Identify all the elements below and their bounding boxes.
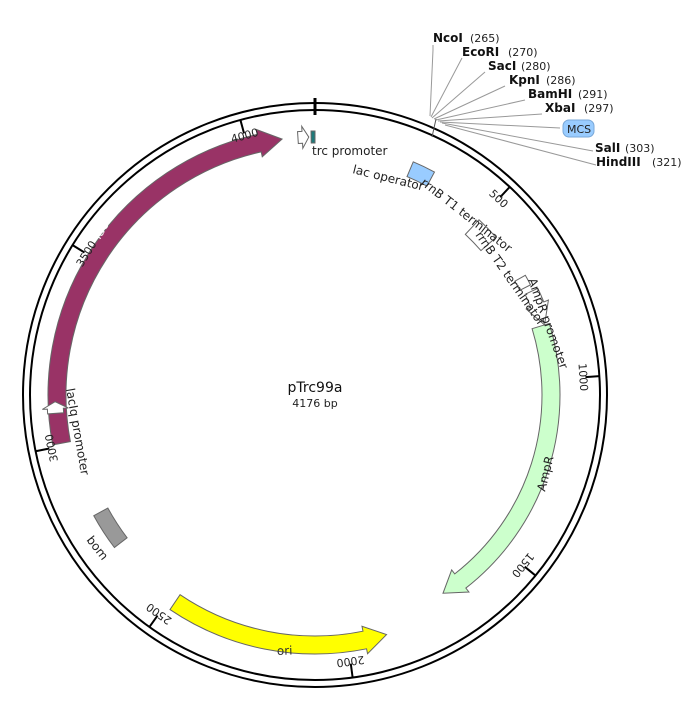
leader-saci bbox=[431, 71, 486, 119]
feature-rrnb-t1 bbox=[464, 219, 497, 252]
feature-ampr-promoter bbox=[524, 287, 550, 326]
site-pos-xbai: (297) bbox=[584, 102, 614, 115]
site-pos-hindiii: (321) bbox=[652, 156, 682, 169]
feature-lac-operator bbox=[310, 130, 316, 144]
site-pos-ecori: (270) bbox=[508, 46, 538, 59]
feature-label-ori: ori bbox=[277, 643, 293, 658]
mcs-badge-label: MCS bbox=[567, 123, 591, 136]
site-name-xbai: XbaI bbox=[545, 101, 575, 115]
site-cluster-stroke bbox=[431, 118, 437, 138]
site-pos-ncoi: (265) bbox=[470, 32, 500, 45]
mcs-badge bbox=[562, 119, 595, 138]
tick-mark-1000 bbox=[585, 375, 600, 379]
site-name-sali: SalI bbox=[595, 141, 620, 155]
leader-mcs bbox=[439, 121, 561, 129]
tick-label-1500: 1500 bbox=[509, 550, 537, 580]
site-name-saci: SacI bbox=[488, 59, 516, 73]
feature-trc-promoter bbox=[297, 124, 310, 151]
restriction-site-leaders bbox=[429, 45, 597, 166]
tick-mark-1500 bbox=[524, 565, 537, 577]
feature-bom bbox=[93, 507, 128, 549]
feature-label-trc-promoter: trc promoter bbox=[312, 144, 388, 158]
feature-laci bbox=[47, 128, 284, 446]
leader-bamhi bbox=[435, 99, 526, 121]
tick-label-1000: 1000 bbox=[575, 363, 590, 392]
leader-xbai bbox=[437, 113, 543, 122]
plasmid-name: pTrc99a bbox=[288, 380, 343, 396]
tick-mark-500 bbox=[499, 186, 511, 198]
leader-ncoi bbox=[429, 45, 434, 117]
tick-label-2000: 2000 bbox=[336, 653, 365, 670]
site-pos-bamhi: (291) bbox=[578, 88, 608, 101]
feature-label-rrnb-t1: rrnB T1 terminator bbox=[418, 175, 515, 255]
leader-sali bbox=[441, 122, 594, 152]
site-name-kpni: KpnI bbox=[509, 73, 540, 87]
tick-mark-2500 bbox=[148, 614, 159, 628]
feature-rrnb-t2 bbox=[514, 274, 532, 292]
leader-hindiii bbox=[444, 124, 597, 166]
site-pos-sali: (303) bbox=[625, 142, 655, 155]
feature-ori bbox=[169, 593, 388, 655]
tick-label-2500: 2500 bbox=[144, 600, 174, 627]
tick-mark-3000 bbox=[35, 447, 50, 453]
plasmid-length: 4176 bp bbox=[292, 397, 337, 410]
site-name-bamhi: BamHI bbox=[528, 87, 572, 101]
tick-mark-3500 bbox=[72, 244, 86, 254]
leader-ecori bbox=[430, 57, 463, 118]
tick-mark-4000 bbox=[239, 119, 246, 134]
site-name-ncoi: NcoI bbox=[433, 31, 463, 45]
feature-laciq-promoter bbox=[42, 401, 69, 415]
site-pos-saci: (280) bbox=[521, 60, 551, 73]
site-name-hindiii: HindIII bbox=[596, 155, 641, 169]
feature-mcs bbox=[406, 161, 436, 187]
site-name-ecori: EcoRI bbox=[462, 45, 499, 59]
site-pos-kpni: (286) bbox=[546, 74, 576, 87]
tick-mark-2000 bbox=[349, 663, 354, 678]
features-layer bbox=[42, 124, 561, 655]
feature-ampr bbox=[442, 322, 561, 594]
leader-kpni bbox=[433, 85, 506, 120]
tick-label-3000: 3000 bbox=[43, 433, 61, 463]
